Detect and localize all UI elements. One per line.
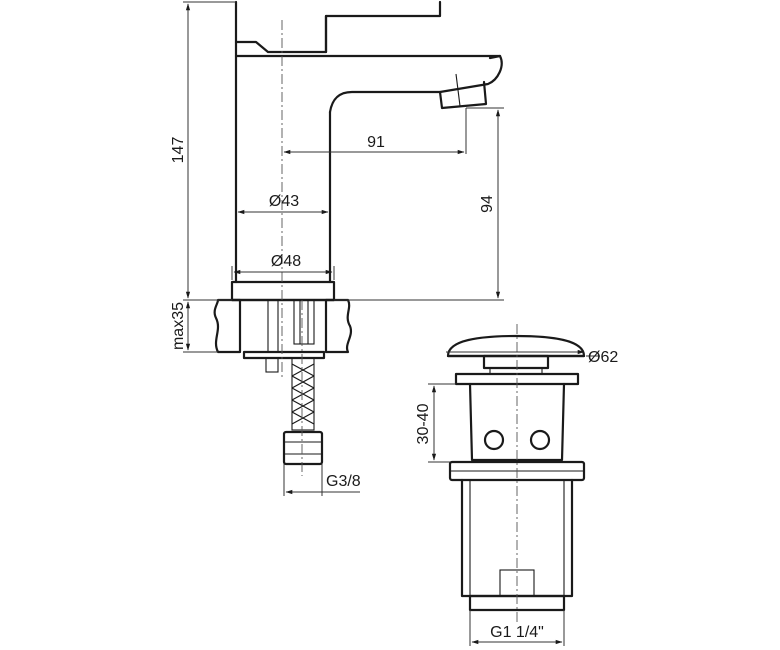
dim-waste-thread: G1 1/4" (490, 624, 544, 641)
dim-base-diameter: Ø48 (271, 253, 301, 270)
dim-hose-thread: G3/8 (326, 473, 361, 490)
waste-overflow-hole-right (529, 429, 551, 451)
dim-spout-reach: 91 (367, 134, 385, 151)
faucet (213, 0, 503, 476)
dim-body-diameter: Ø43 (269, 193, 299, 210)
dim-spout-height: 94 (479, 195, 496, 213)
waste-drain (446, 324, 586, 622)
countertop-section (213, 298, 352, 373)
dim-height-total: 147 (170, 137, 187, 164)
waste-overflow-hole-left (483, 429, 505, 451)
dim-max-deck: max35 (170, 302, 187, 350)
dim-waste-cap-diameter: Ø62 (588, 349, 618, 366)
waste-cap (446, 334, 586, 358)
hose-nut (282, 430, 324, 466)
faucet-dimensions: 147 max35 91 94 Ø43 Ø48 G3/8 (170, 1, 504, 496)
faucet-lever (234, 0, 442, 54)
faucet-body-top (234, 40, 503, 114)
faucet-aerator (438, 80, 488, 110)
dim-waste-range: 30-40 (415, 403, 432, 444)
waste-dimensions: Ø62 30-40 G1 1/4" (415, 349, 618, 646)
faucet-base (230, 280, 336, 302)
supply-hose (282, 357, 324, 466)
